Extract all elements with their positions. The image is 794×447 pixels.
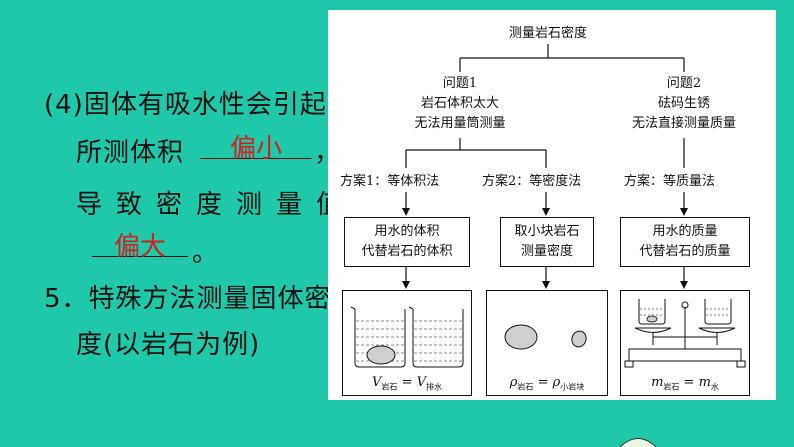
beakers-rock-water-illustration	[350, 306, 464, 368]
density-diagram: 测量岩石密度 问题1 岩石体积太大 无法用量筒测量 问题2 砝码生锈 无法直接测…	[328, 10, 776, 400]
formula2-rhs: ρ	[552, 375, 561, 390]
text-line-6: 度(以岩石为例)	[76, 330, 261, 360]
formula2-lhs-sub: 岩石	[517, 382, 534, 392]
text-line-2-prefix: 所测体积	[76, 138, 185, 168]
problem2-line1: 砝码生锈	[657, 96, 710, 111]
balance-scale-illustration	[624, 299, 746, 368]
formula3-rhs: m	[698, 375, 711, 390]
diagram-connectors	[402, 44, 688, 289]
plan2-box-line2: 测量密度	[520, 244, 573, 259]
problem1-line2: 无法用量筒测量	[414, 116, 506, 131]
plan2-box-line1: 取小块岩石	[514, 224, 580, 239]
text-line-1: (4)固体有吸水性会引起	[44, 90, 327, 120]
plan3-box: 用水的质量 代替岩石的质量	[620, 217, 750, 267]
formula2: ρ岩石 = ρ小岩块	[509, 375, 585, 392]
plan2-label: 方案2：等密度法	[482, 174, 582, 189]
formula3-lhs-sub: 岩石	[663, 382, 680, 392]
text-line-4-suffix: 。	[192, 238, 220, 268]
plan1-box: 用水的体积 代替岩石的体积	[344, 217, 470, 267]
rock-samples-illustration	[504, 324, 587, 350]
plan3-picture: m岩石 = m水	[620, 290, 750, 396]
diagram-root: 测量岩石密度	[508, 26, 587, 41]
plan1-box-line2: 代替岩石的体积	[361, 244, 453, 259]
formula2-lhs: ρ	[509, 375, 518, 390]
plan1-picture: V岩石 = V排水	[342, 290, 472, 396]
formula3-lhs: m	[651, 375, 664, 390]
formula3-rhs-sub: 水	[710, 382, 719, 392]
leaf-decoration-icon	[619, 438, 657, 447]
formula1: V岩石 = V排水	[372, 375, 442, 392]
problem2-title: 问题2	[666, 76, 702, 91]
formula1-lhs-sub: 岩石	[381, 382, 398, 392]
formula2-rhs-sub: 小岩块	[560, 382, 585, 392]
plan2-box: 取小块岩石 测量密度	[500, 217, 594, 267]
plan1-box-line1: 用水的体积	[374, 224, 440, 239]
formula3: m岩石 = m水	[651, 375, 719, 392]
plan1-label: 方案1：等体积法	[340, 174, 440, 189]
plan2-picture: ρ岩石 = ρ小岩块	[486, 290, 608, 396]
plan3-box-line1: 用水的质量	[652, 224, 718, 239]
answer-blank-1: 偏小	[200, 128, 312, 164]
text-line-3: 导致密度测量值	[76, 190, 357, 220]
answer-1: 偏小	[229, 134, 282, 164]
formula1-lhs: V	[372, 375, 382, 390]
answer-blank-2: 偏大	[92, 226, 188, 262]
answer-2: 偏大	[113, 232, 166, 262]
text-line-5: 5．特殊方法测量固体密	[44, 284, 332, 314]
formula1-rhs: V	[416, 375, 426, 390]
problem2-line2: 无法直接测量质量	[631, 116, 736, 131]
formula1-rhs-sub: 排水	[425, 382, 442, 392]
plan3-box-line2: 代替岩石的质量	[639, 244, 731, 259]
problem1-title: 问题1	[442, 76, 478, 91]
problem1-line1: 岩石体积太大	[420, 96, 499, 111]
plan3-label: 方案：等质量法	[624, 174, 716, 189]
